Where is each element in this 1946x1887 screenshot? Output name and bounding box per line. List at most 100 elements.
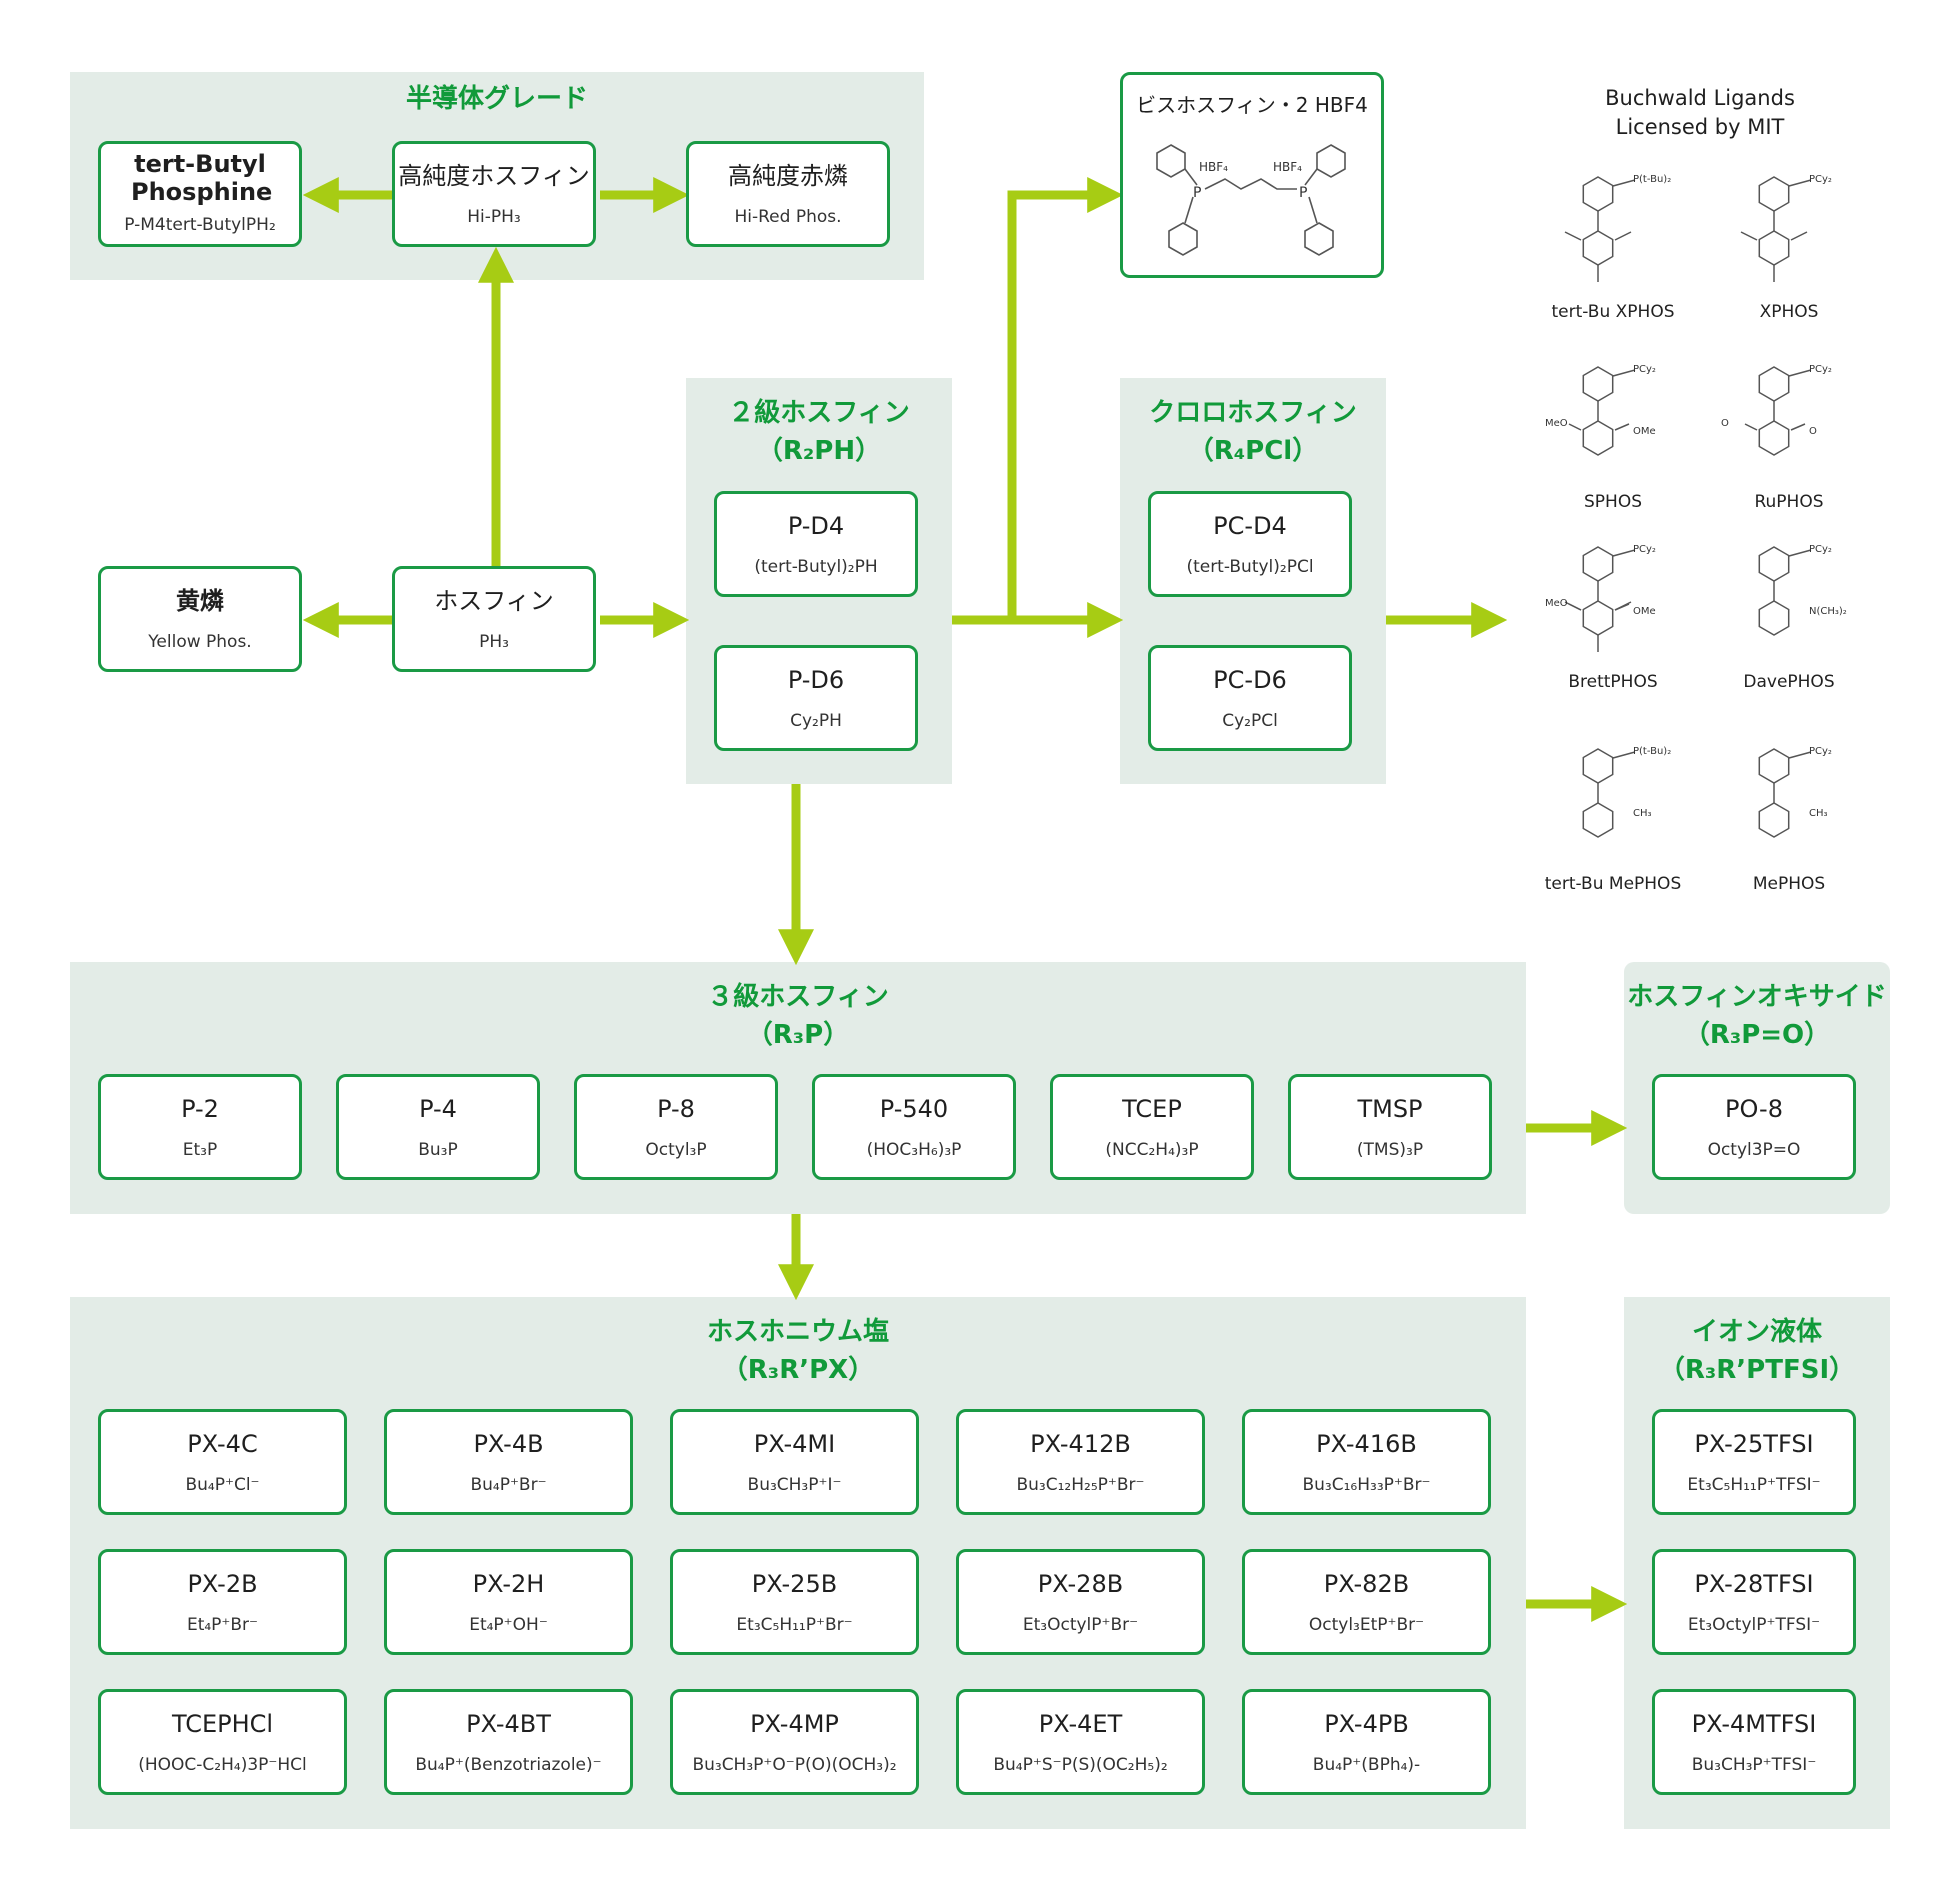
- ligand-right-label: OMe: [1633, 606, 1656, 617]
- box-px-4mi: PX-4MI Bu₃CH₃P⁺I⁻: [670, 1409, 919, 1515]
- box-px-2h: PX-2H Et₄P⁺OH⁻: [384, 1549, 633, 1655]
- buchwald-title-line1: Buchwald Ligands: [1605, 86, 1795, 110]
- salts-formula: （R₃R’PX）: [721, 1355, 875, 1385]
- box-bisphosphine: ビスホスフィン・2 HBF4 P P HBF₄ HBF₄: [1120, 72, 1384, 278]
- ligand-left-label: MeO: [1545, 598, 1568, 609]
- box-px-4et: PX-4ET Bu₄P⁺S⁻P(S)(OC₂H₅)₂: [956, 1689, 1205, 1795]
- box-title: PX-4C: [187, 1430, 258, 1458]
- box-title: PX-2B: [187, 1570, 258, 1598]
- box-tcephcl: TCEPHCl (HOOC-C₂H₄)3P⁻HCl: [98, 1689, 347, 1795]
- box-sub: Cy₂PH: [790, 711, 842, 731]
- box-sub: Hi-PH₃: [467, 207, 521, 227]
- box-title: P-2: [181, 1095, 219, 1123]
- ligand-group-label: PCy₂: [1809, 364, 1832, 375]
- box-p-d6: P-D6 Cy₂PH: [714, 645, 918, 751]
- arrow-to-bis: [1007, 177, 1124, 620]
- box-sub: Bu₃CH₃P⁺O⁻P(O)(OCH₃)₂: [692, 1755, 897, 1775]
- ligand-group-label: PCy₂: [1633, 544, 1656, 555]
- box-title: PX-4PB: [1324, 1710, 1409, 1738]
- ligand-group-label: P(t-Bu)₂: [1633, 746, 1671, 757]
- box-pc-d6: PC-D6 Cy₂PCl: [1148, 645, 1352, 751]
- buchwald-title-line2: Licensed by MIT: [1615, 115, 1785, 139]
- ionic-formula: （R₃R’PTFSI）: [1658, 1355, 1856, 1385]
- ligand-structure: P(t-Bu)₂: [1564, 174, 1671, 282]
- ligand-right-label: CH₃: [1809, 808, 1828, 819]
- box-px-4mp: PX-4MP Bu₃CH₃P⁺O⁻P(O)(OCH₃)₂: [670, 1689, 919, 1795]
- box-title: P-4: [419, 1095, 457, 1123]
- box-title: P-540: [879, 1095, 949, 1123]
- box-title: PX-416B: [1316, 1430, 1417, 1458]
- box-p-4: P-4 Bu₃P: [336, 1074, 540, 1180]
- ligand-name: tert-Bu MePHOS: [1544, 874, 1682, 894]
- box-title: TCEP: [1122, 1095, 1182, 1123]
- bisphosphine-structure: P P HBF₄ HBF₄: [1156, 144, 1346, 256]
- ligand-name: SPHOS: [1584, 492, 1642, 512]
- box-px-28b: PX-28B Et₃OctylP⁺Br⁻: [956, 1549, 1205, 1655]
- box-sub: Et₃C₅H₁₁P⁺Br⁻: [736, 1615, 853, 1635]
- box-title: TMSP: [1357, 1095, 1423, 1123]
- ligand-group-label: PCy₂: [1633, 364, 1656, 375]
- box-sub: Et₃C₅H₁₁P⁺TFSI⁻: [1687, 1475, 1821, 1495]
- box-pc-d4: PC-D4 (tert-Butyl)₂PCl: [1148, 491, 1352, 597]
- ligand-structure: PCy₂ MeO OMe: [1545, 544, 1656, 652]
- box-px-416b: PX-416B Bu₃C₁₆H₃₃P⁺Br⁻: [1242, 1409, 1491, 1515]
- box-sub: Octyl3P=O: [1707, 1140, 1801, 1160]
- buchwald-title: Buchwald Ligands Licensed by MIT: [1540, 84, 1860, 142]
- ligand-name: BrettPHOS: [1568, 672, 1658, 692]
- ligand-right-label: OMe: [1633, 426, 1656, 437]
- box-px-4b: PX-4B Bu₄P⁺Br⁻: [384, 1409, 633, 1515]
- box-title: PX-28B: [1037, 1570, 1124, 1598]
- box-title: PX-28TFSI: [1694, 1570, 1814, 1598]
- box-title: PX-4MP: [750, 1710, 839, 1738]
- box-title: PC-D4: [1213, 512, 1287, 540]
- ligand-group-label: P(t-Bu)₂: [1633, 174, 1671, 185]
- bis-hbf-left: HBF₄: [1199, 160, 1228, 174]
- box-sub: (tert-Butyl)₂PCl: [1186, 557, 1314, 577]
- box-title: P-D4: [787, 512, 845, 540]
- box-sub: P-M4tert-ButylPH₂: [124, 215, 276, 235]
- box-px-4c: PX-4C Bu₄P⁺Cl⁻: [98, 1409, 347, 1515]
- box-title: PX-2H: [472, 1570, 545, 1598]
- box-px-25tfsi: PX-25TFSI Et₃C₅H₁₁P⁺TFSI⁻: [1652, 1409, 1856, 1515]
- tertiary-title: ３級ホスフィン: [707, 982, 889, 1012]
- ligand-structure: PCy₂ MeO OMe: [1545, 364, 1656, 456]
- ligand-group-label: PCy₂: [1809, 544, 1832, 555]
- box-p-540: P-540 (HOC₃H₆)₃P: [812, 1074, 1016, 1180]
- ligand-left-label: MeO: [1545, 418, 1568, 429]
- box-title: PX-25B: [751, 1570, 838, 1598]
- box-sub: Hi-Red Phos.: [734, 207, 842, 227]
- ligand-name: XPHOS: [1759, 302, 1819, 322]
- chloro-formula: （R₄PCl）: [1187, 436, 1319, 466]
- salts-title: ホスホニウム塩: [706, 1317, 889, 1347]
- box-sub: Bu₄P⁺Br⁻: [470, 1475, 547, 1495]
- box-sub: Bu₄P⁺Cl⁻: [185, 1475, 260, 1495]
- box-sub: Bu₃C₁₆H₃₃P⁺Br⁻: [1302, 1475, 1431, 1495]
- box-hi-red-phos: 高純度赤燐 Hi-Red Phos.: [686, 141, 890, 247]
- box-sub: (HOC₃H₆)₃P: [866, 1140, 962, 1160]
- box-sub: (tert-Butyl)₂PH: [754, 557, 878, 577]
- box-phosphine: ホスフィン PH₃: [392, 566, 596, 672]
- box-tert-butyl-phosphine: tert-Butyl Phosphine P-M4tert-ButylPH₂: [98, 141, 302, 247]
- box-px-25b: PX-25B Et₃C₅H₁₁P⁺Br⁻: [670, 1549, 919, 1655]
- ionic-title: イオン液体: [1691, 1317, 1822, 1347]
- box-sub: Bu₄P⁺(Benzotriazole)⁻: [415, 1755, 602, 1775]
- tertiary-formula: （R₃P）: [746, 1020, 850, 1050]
- box-px-412b: PX-412B Bu₃C₁₂H₂₅P⁺Br⁻: [956, 1409, 1205, 1515]
- semiconductor-title: 半導体グレード: [405, 84, 588, 114]
- box-sub: Et₄P⁺OH⁻: [469, 1615, 548, 1635]
- box-title: PX-4ET: [1038, 1710, 1123, 1738]
- box-title: PX-82B: [1323, 1570, 1410, 1598]
- box-title: PO-8: [1725, 1095, 1783, 1123]
- box-sub: Bu₃C₁₂H₂₅P⁺Br⁻: [1016, 1475, 1145, 1495]
- box-px-28tfsi: PX-28TFSI Et₃OctylP⁺TFSI⁻: [1652, 1549, 1856, 1655]
- ligand-left-label: O: [1721, 418, 1729, 429]
- box-p-8: P-8 Octyl₃P: [574, 1074, 778, 1180]
- box-title: ホスフィン: [434, 587, 554, 615]
- box-sub: Et₃P: [182, 1140, 218, 1160]
